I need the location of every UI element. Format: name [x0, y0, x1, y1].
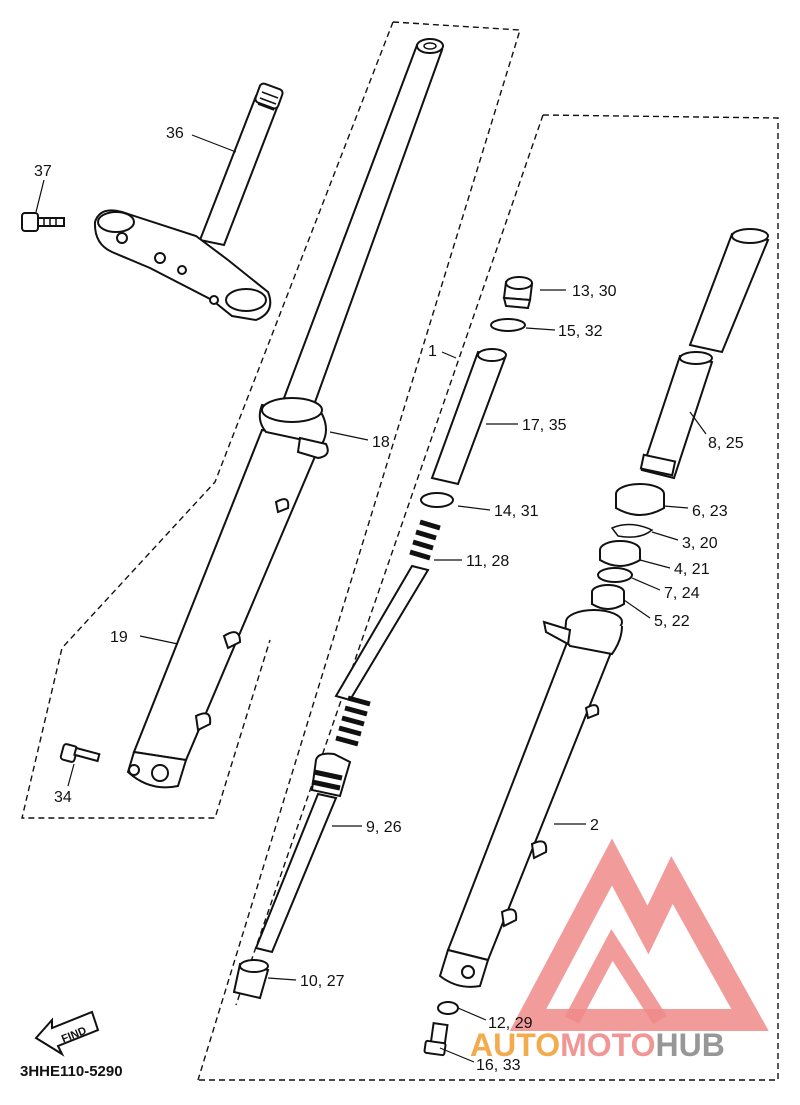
callout-2: 2 — [590, 817, 599, 834]
callout-18: 18 — [372, 434, 390, 451]
callout-15-32: 15, 32 — [558, 323, 603, 340]
callout-17-35: 17, 35 — [522, 417, 567, 434]
seal-cap-part-6 — [615, 483, 665, 516]
bolt-part-37 — [21, 212, 65, 232]
callout-11-28: 11, 28 — [466, 553, 509, 570]
assembly-18-dashed-outline — [21, 21, 521, 1081]
callout-8-25: 8, 25 — [708, 435, 744, 452]
right-fork-inner-tube-part-8 — [639, 228, 770, 480]
find-arrow-icon: FIND — [34, 1010, 100, 1057]
callout-7-24: 7, 24 — [664, 585, 700, 602]
callout-12-29: 12, 29 — [488, 1015, 533, 1032]
callout-4-21: 4, 21 — [674, 561, 710, 578]
callout-37: 37 — [34, 163, 52, 180]
svg-text:AUTOMOTOHUB: AUTOMOTOHUB — [470, 1027, 725, 1063]
cap-bolt-part-13 — [502, 276, 534, 310]
o-ring-part-15 — [490, 318, 526, 332]
slide-metal-part-5 — [591, 584, 625, 610]
assembly-1-dashed-outline — [198, 114, 779, 1081]
callout-16-33: 16, 33 — [476, 1057, 521, 1074]
washer-part-12 — [437, 1001, 459, 1015]
lower-bracket — [93, 209, 272, 322]
washer-part-7 — [597, 567, 633, 583]
callout-5-22: 5, 22 — [654, 613, 690, 630]
diagram-code: 3HHE110-5290 — [20, 1063, 123, 1080]
callout-9-26: 9, 26 — [366, 819, 402, 836]
watermark-text-moto: MOTO — [560, 1027, 655, 1063]
callout-1: 1 — [428, 343, 437, 360]
callout-14-31: 14, 31 — [494, 503, 539, 520]
oil-lock-piece-part-10 — [232, 959, 270, 1000]
bolt-part-34 — [59, 743, 101, 763]
leader-lines — [35, 134, 707, 1063]
callout-10-27: 10, 27 — [300, 973, 345, 990]
callout-36: 36 — [166, 125, 184, 142]
callout-19: 19 — [110, 629, 128, 646]
steering-stem-part-36 — [198, 82, 284, 247]
circlip-part-3 — [610, 523, 654, 538]
callout-6-23: 6, 23 — [692, 503, 728, 520]
left-fork-outer-tube-part-19 — [126, 397, 329, 789]
bolt-part-16 — [423, 1022, 449, 1057]
oil-seal-part-4 — [599, 540, 641, 567]
callout-34: 34 — [54, 789, 72, 806]
watermark-logo-mark — [509, 838, 769, 1031]
watermark-text-hub: HUB — [655, 1027, 724, 1063]
spacer-tube-part-17 — [430, 348, 507, 486]
washer-part-14 — [420, 492, 454, 508]
callout-3-20: 3, 20 — [682, 535, 718, 552]
right-fork-outer-tube-part-2 — [438, 609, 623, 988]
watermark-text: AUTOMOTOHUB — [470, 1027, 725, 1063]
left-fork-inner-tube — [282, 38, 444, 407]
watermark-text-auto: AUTO — [470, 1027, 560, 1063]
callout-13-30: 13, 30 — [572, 283, 617, 300]
fork-spring-part-11 — [334, 519, 441, 747]
damper-rod-part-9 — [254, 752, 352, 954]
